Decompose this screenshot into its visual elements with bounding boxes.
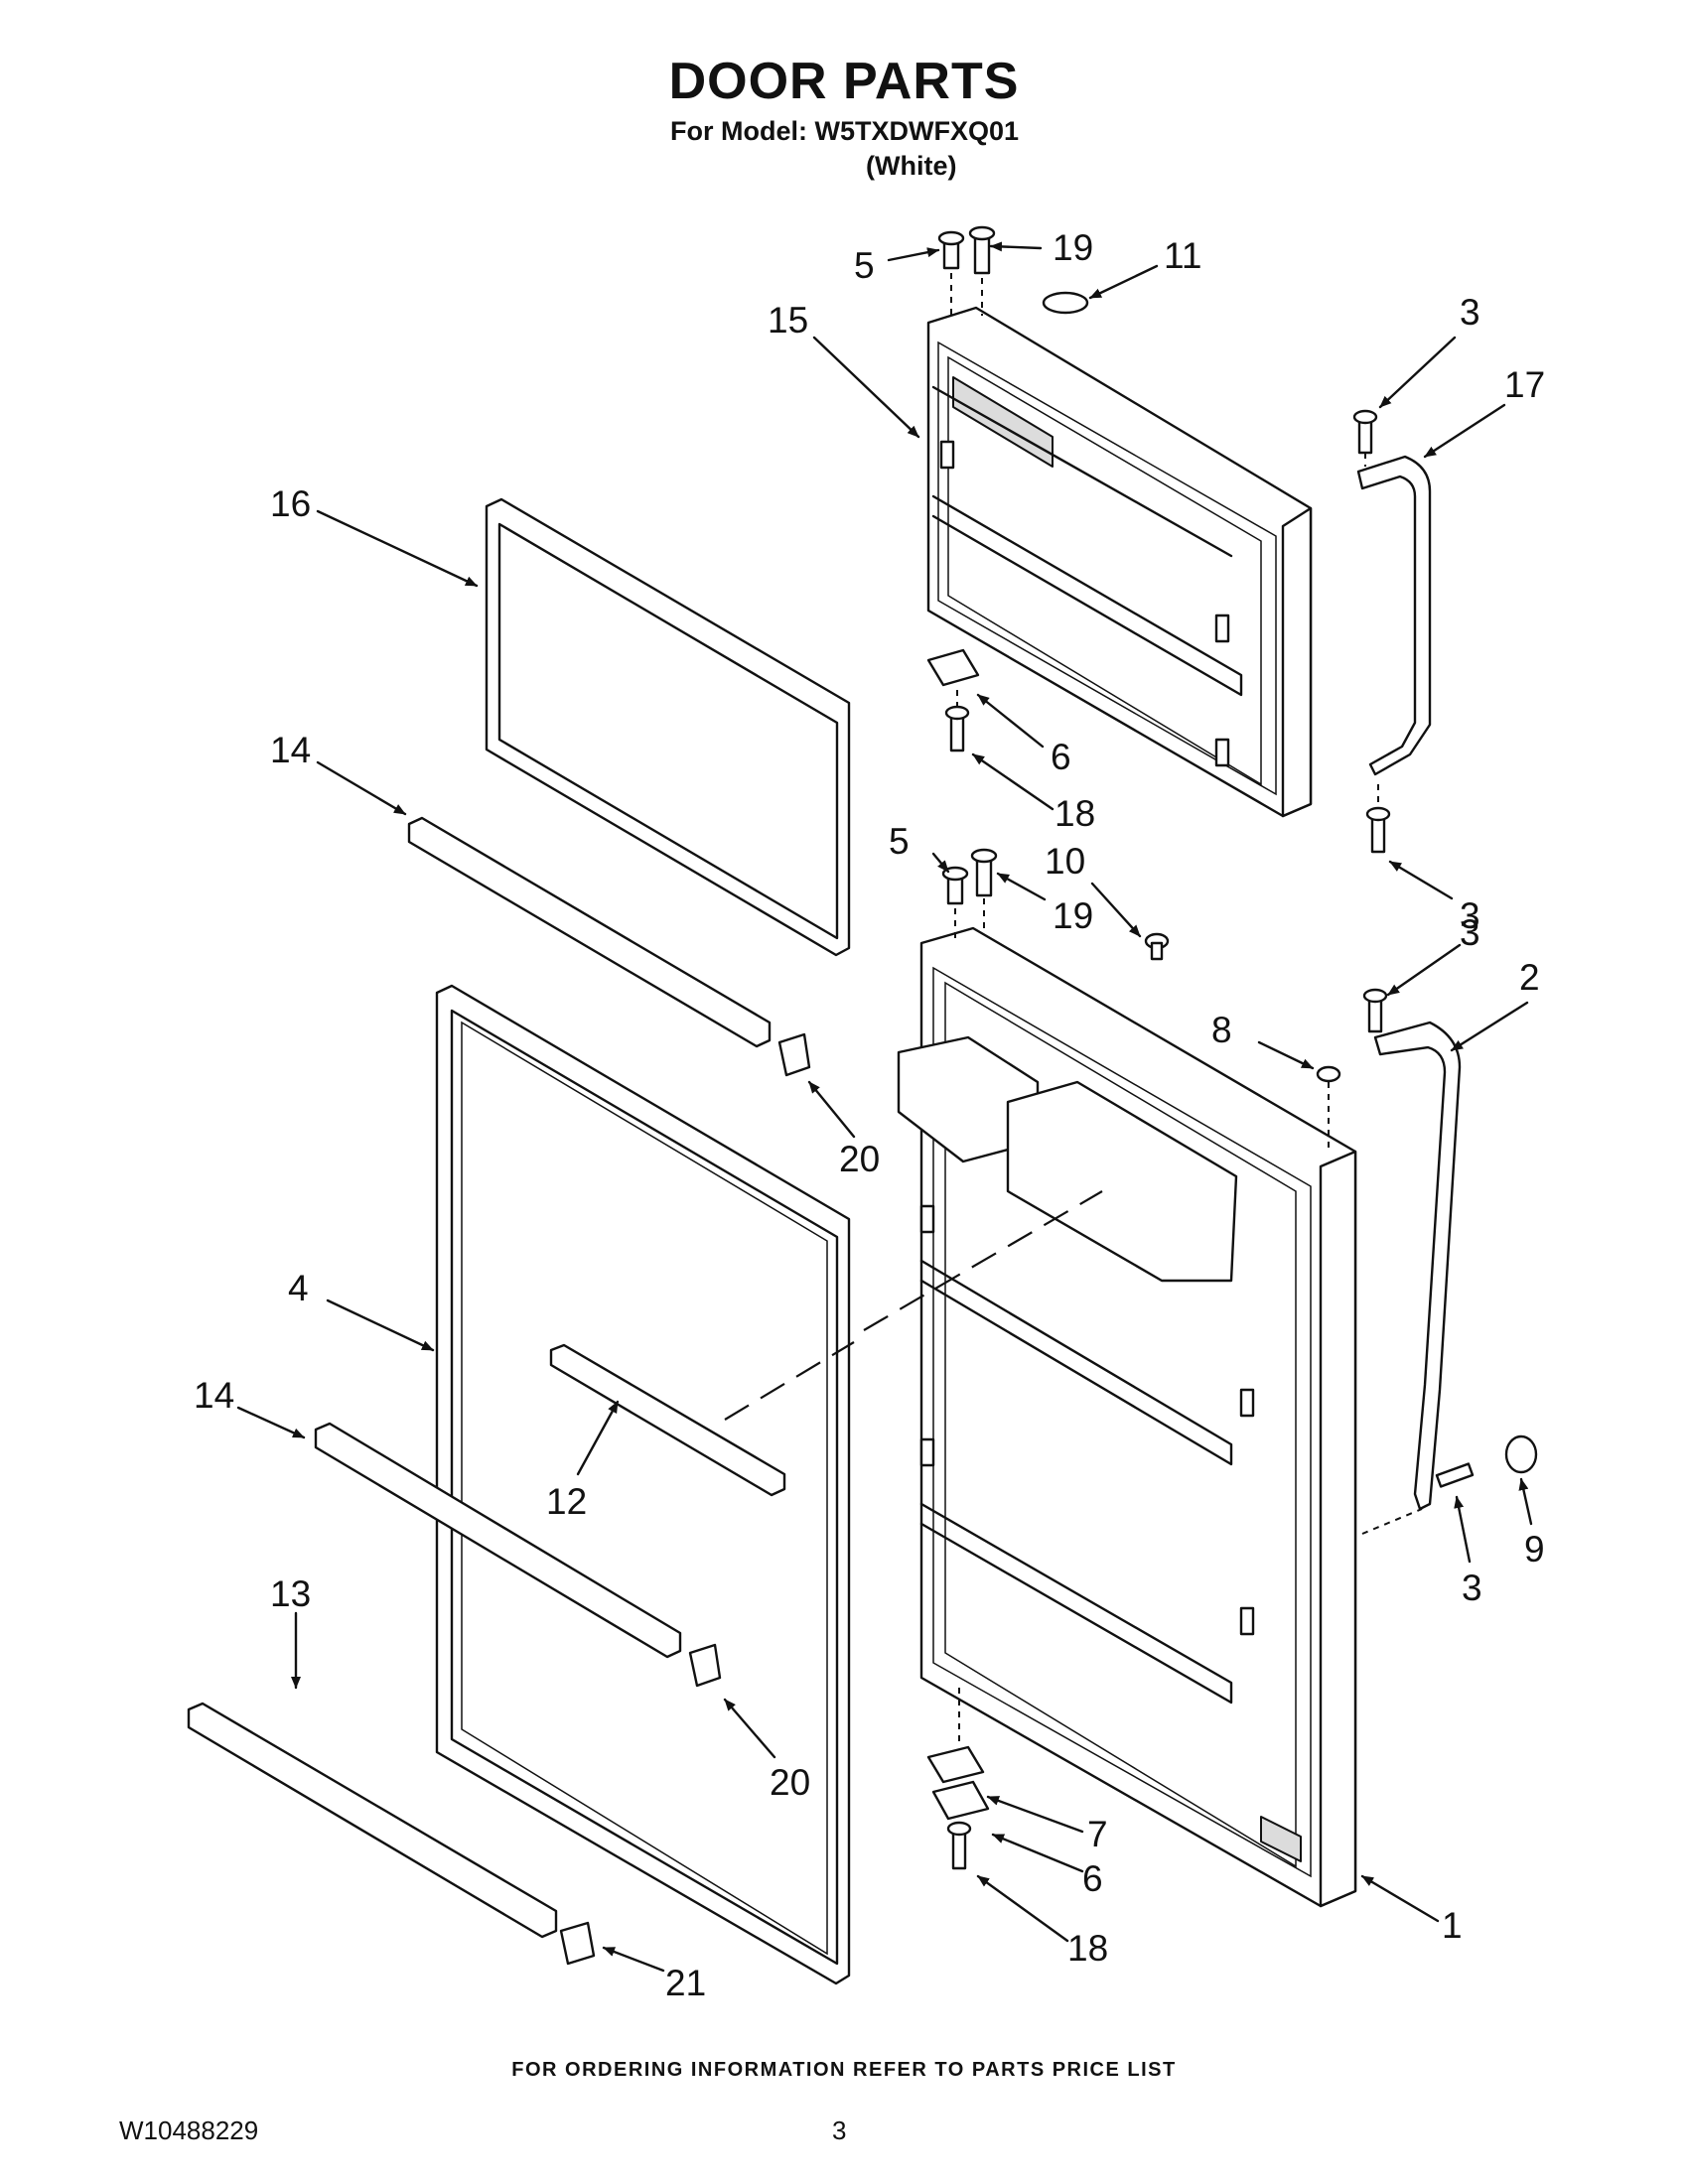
callout-9: 9 (1524, 1529, 1545, 1570)
ordering-note: FOR ORDERING INFORMATION REFER TO PARTS … (511, 2059, 1177, 2081)
callout-5: 5 (889, 821, 910, 862)
freezer-door (926, 306, 1313, 818)
page-number: 3 (832, 2116, 847, 2145)
callout-1: 1 (1442, 1905, 1463, 1946)
callout-2: 2 (1519, 957, 1540, 998)
callout-16: 16 (270, 483, 311, 524)
callout-labels: 5 19 11 15 3 17 16 14 6 18 5 10 19 3 3 2… (194, 227, 1545, 2003)
callout-14: 14 (270, 730, 311, 770)
callout-12: 12 (546, 1481, 587, 1522)
model-line: For Model: W5TXDWFXQ01 (670, 116, 1019, 146)
fresh-food-door (897, 926, 1357, 1908)
hardware (926, 225, 1538, 1870)
callout-3: 3 (1460, 895, 1480, 936)
callout-5: 5 (854, 245, 875, 286)
callout-21: 21 (665, 1963, 706, 2003)
callout-15: 15 (768, 300, 808, 341)
callout-17: 17 (1504, 364, 1545, 405)
callout-7: 7 (1087, 1814, 1108, 1854)
document-number: W10488229 (119, 2116, 259, 2145)
leader-lines (236, 241, 1533, 1973)
callout-10: 10 (1045, 841, 1085, 882)
callout-3: 3 (1460, 912, 1480, 953)
freezer-door-gasket (485, 497, 851, 957)
callout-18: 18 (1067, 1928, 1108, 1969)
callout-6: 6 (1051, 737, 1071, 777)
callout-11: 11 (1164, 235, 1201, 276)
fresh-food-door-gasket (435, 984, 851, 1985)
callout-3: 3 (1462, 1568, 1482, 1608)
page-title: DOOR PARTS (668, 53, 1020, 110)
callout-19: 19 (1053, 227, 1093, 268)
callout-20: 20 (770, 1762, 810, 1803)
alignment-lines (724, 1190, 1103, 1421)
callout-3: 3 (1460, 292, 1480, 333)
callout-18: 18 (1055, 793, 1095, 834)
callout-8: 8 (1211, 1010, 1232, 1050)
door-handles (1356, 455, 1462, 1511)
callout-13: 13 (270, 1573, 311, 1614)
trim-strips (187, 816, 786, 1939)
callout-6: 6 (1082, 1858, 1103, 1899)
callout-19: 19 (1053, 895, 1093, 936)
trim-end-caps (559, 1032, 811, 1966)
callout-20: 20 (839, 1139, 880, 1179)
callout-4: 4 (288, 1268, 309, 1308)
callout-14: 14 (194, 1375, 234, 1416)
color-line: (White) (866, 151, 957, 181)
